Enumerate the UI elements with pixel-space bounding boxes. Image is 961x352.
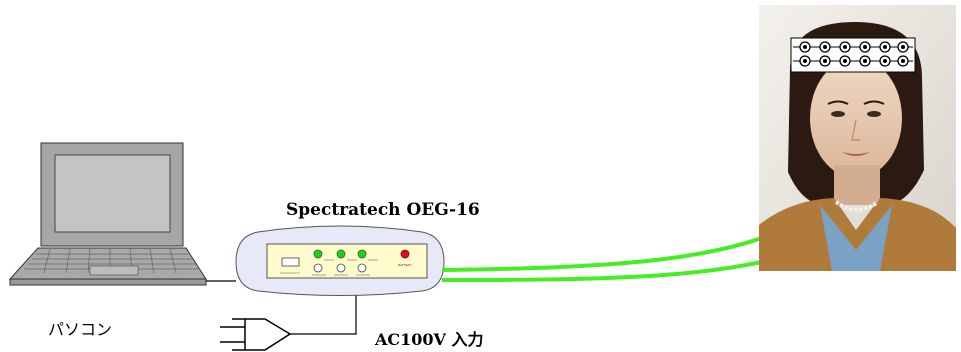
status-led-1	[313, 249, 323, 259]
power-plug-icon	[220, 318, 292, 351]
laptop-icon	[8, 142, 207, 286]
oeg-device-icon: BATTERY	[235, 225, 445, 296]
pc-label: パソコン	[48, 320, 113, 339]
sensor-headband-icon	[790, 37, 916, 73]
knob-2	[336, 263, 346, 273]
power-cord	[290, 288, 357, 335]
battery-led	[400, 249, 410, 259]
status-led-2	[336, 249, 346, 259]
knob-1	[313, 263, 323, 273]
device-title: Spectratech OEG-16	[286, 200, 480, 220]
status-led-3	[357, 249, 367, 259]
knob-3	[357, 263, 367, 273]
battery-label: BATTERY	[398, 263, 412, 267]
power-input-label: AC100V 入力	[375, 330, 484, 349]
